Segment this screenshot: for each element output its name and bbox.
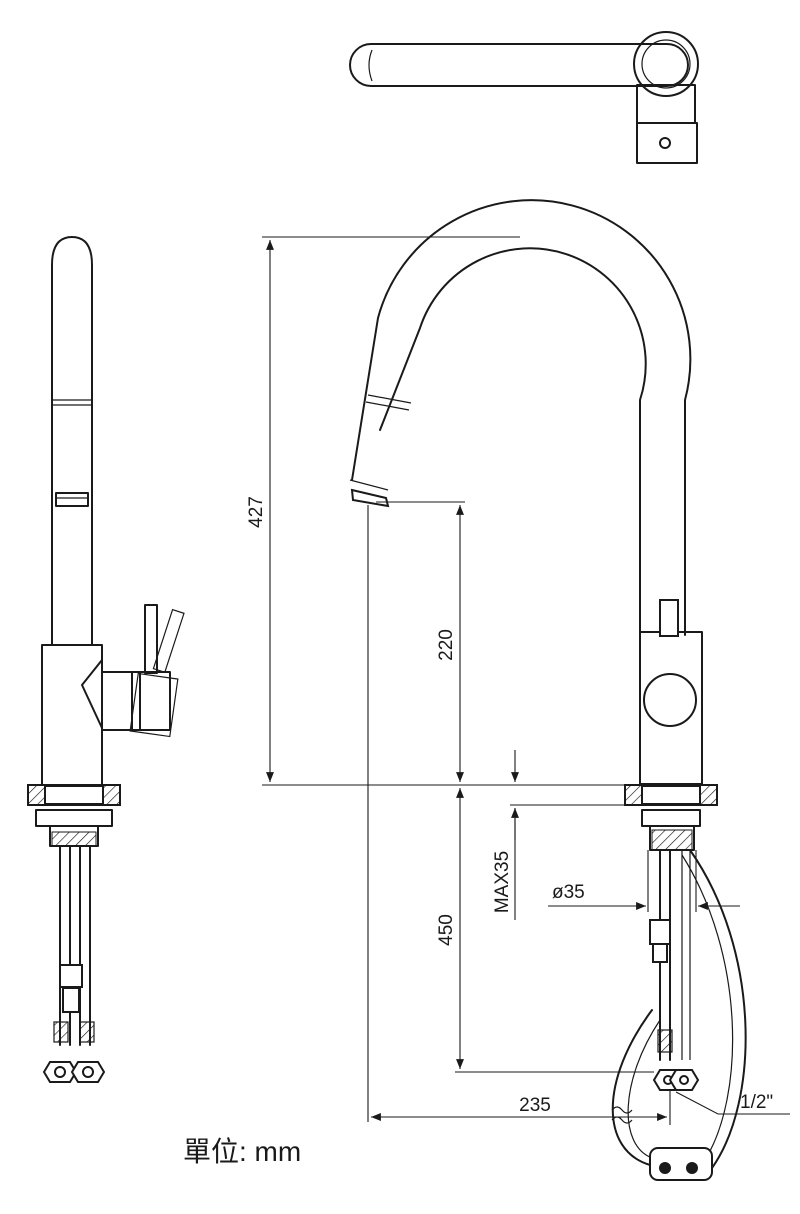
side-view bbox=[27, 236, 185, 1083]
unit-label: 單位: mm bbox=[183, 1136, 302, 1167]
dim-450-label: 450 bbox=[436, 914, 457, 946]
top-view bbox=[349, 31, 699, 164]
dim-hole-diameter-label: ø35 bbox=[552, 882, 585, 903]
dim-thread-label: 1/2" bbox=[740, 1092, 773, 1113]
dim-427-label: 427 bbox=[246, 496, 267, 528]
dim-max35-label: MAX35 bbox=[492, 851, 513, 913]
dim-220-label: 220 bbox=[436, 629, 457, 661]
dimension-lines bbox=[262, 236, 790, 1125]
front-view bbox=[349, 199, 747, 1181]
dim-235-label: 235 bbox=[519, 1095, 551, 1116]
